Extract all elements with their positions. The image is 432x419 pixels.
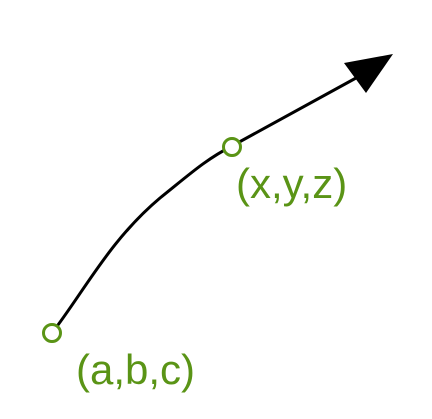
point-marker-start	[42, 323, 62, 343]
point-marker-mid	[222, 137, 242, 157]
point-label-start: (a,b,c)	[76, 346, 195, 393]
arrowhead-icon	[344, 54, 393, 93]
point-label-mid: (x,y,z)	[236, 160, 347, 207]
curve-path	[50, 76, 357, 334]
